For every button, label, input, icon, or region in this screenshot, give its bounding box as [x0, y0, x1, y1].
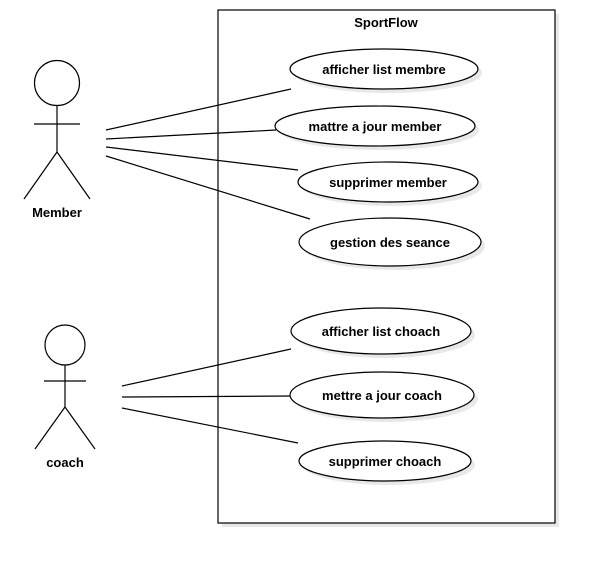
system-title: SportFlow — [354, 15, 418, 30]
actor-leg-right — [56, 151, 91, 200]
use-case-label: afficher list membre — [322, 62, 446, 77]
use-case-label: supprimer member — [329, 175, 447, 190]
actor-leg-left — [34, 406, 66, 450]
use-case-label: mattre a jour member — [309, 119, 442, 134]
actor-head — [33, 59, 81, 107]
use-case-ellipse — [298, 440, 472, 482]
use-case-afficher-list-choach: afficher list choach — [290, 307, 475, 358]
use-case-supprimer-member: supprimer member — [297, 161, 482, 206]
association-line — [105, 146, 299, 171]
use-case-ellipse — [289, 371, 475, 419]
use-case-ellipse — [298, 217, 482, 267]
use-case-label: mettre a jour coach — [322, 388, 442, 403]
actor-label: coach — [46, 455, 84, 470]
actor-label: Member — [32, 205, 82, 220]
association-line — [105, 155, 311, 220]
use-case-ellipse — [274, 105, 476, 147]
association-line — [121, 395, 292, 398]
association-line — [105, 88, 292, 131]
use-case-label: supprimer choach — [329, 454, 442, 469]
use-case-ellipse — [289, 48, 479, 90]
actor-coach: coach — [34, 324, 96, 470]
actor-member: Member — [23, 59, 91, 220]
actor-leg-right — [64, 406, 96, 450]
associations — [105, 88, 311, 444]
use-case-mettre-a-jour-coach: mettre a jour coach — [289, 371, 478, 422]
use-case-label: afficher list choach — [322, 324, 441, 339]
use-case-gestion-des-seance: gestion des seance — [298, 217, 485, 270]
actor-head — [44, 324, 86, 366]
use-case-afficher-list-membre: afficher list membre — [289, 48, 482, 93]
association-line — [121, 407, 299, 444]
use-case-mattre-a-jour-member: mattre a jour member — [274, 105, 479, 150]
association-line — [105, 129, 277, 140]
use-case-ellipse — [297, 161, 479, 203]
association-line — [121, 348, 292, 387]
use-case-label: gestion des seance — [330, 235, 450, 250]
actor-leg-left — [23, 151, 58, 200]
use-case-ellipse — [290, 307, 472, 355]
use-case-supprimer-choach: supprimer choach — [298, 440, 475, 485]
